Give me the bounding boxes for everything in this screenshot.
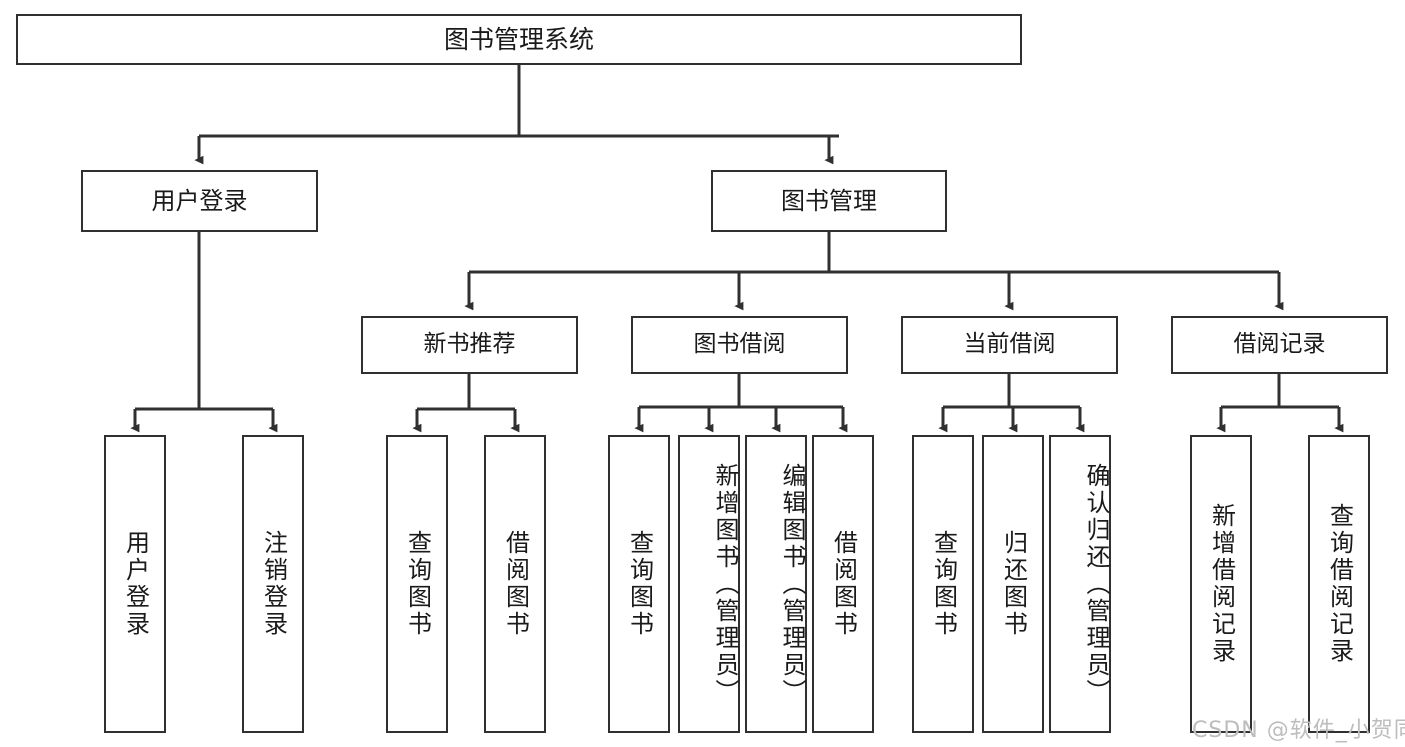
leaf-current-confirm-return-admin[interactable]: 确认归还（管理员） bbox=[1049, 435, 1111, 733]
leaf-current-query-book[interactable]: 查询图书 bbox=[912, 435, 974, 733]
leaf-label: 归还图书 bbox=[999, 530, 1028, 638]
leaf-label: 编辑图书（管理员） bbox=[778, 462, 806, 706]
leaf-label: 查询图书 bbox=[929, 530, 958, 638]
node-user-login-label: 用户登录 bbox=[151, 186, 248, 215]
node-book-management-label: 图书管理 bbox=[781, 186, 877, 215]
leaf-records-add-record[interactable]: 新增借阅记录 bbox=[1190, 435, 1252, 733]
leaf-label: 查询图书 bbox=[403, 530, 432, 638]
leaf-records-query-record[interactable]: 查询借阅记录 bbox=[1308, 435, 1370, 733]
node-current-borrow[interactable]: 当前借阅 bbox=[901, 316, 1118, 374]
leaf-label: 借阅图书 bbox=[829, 530, 858, 638]
node-borrow-records[interactable]: 借阅记录 bbox=[1171, 316, 1388, 374]
leaf-label: 借阅图书 bbox=[501, 530, 530, 638]
node-book-management[interactable]: 图书管理 bbox=[711, 170, 947, 232]
node-book-borrow[interactable]: 图书借阅 bbox=[631, 316, 848, 374]
node-book-borrow-label: 图书借阅 bbox=[693, 331, 786, 358]
leaf-label: 用户登录 bbox=[121, 530, 150, 638]
leaf-new-book-borrow[interactable]: 借阅图书 bbox=[484, 435, 546, 733]
leaf-user-login-login[interactable]: 用户登录 bbox=[104, 435, 166, 733]
node-root[interactable]: 图书管理系统 bbox=[16, 14, 1022, 65]
leaf-borrow-borrow-book[interactable]: 借阅图书 bbox=[812, 435, 874, 733]
leaf-label: 确认归还（管理员） bbox=[1082, 462, 1110, 706]
leaf-current-return-book[interactable]: 归还图书 bbox=[982, 435, 1044, 733]
leaf-label: 查询图书 bbox=[625, 530, 654, 638]
leaf-borrow-edit-book-admin[interactable]: 编辑图书（管理员） bbox=[745, 435, 807, 733]
leaf-label: 注销登录 bbox=[259, 530, 288, 638]
leaf-label: 新增借阅记录 bbox=[1207, 503, 1236, 665]
csdn-watermark: CSDN @软件_小贺同学 bbox=[1192, 718, 1405, 743]
node-new-book-recommend[interactable]: 新书推荐 bbox=[361, 316, 578, 374]
leaf-user-login-logout[interactable]: 注销登录 bbox=[242, 435, 304, 733]
node-current-borrow-label: 当前借阅 bbox=[963, 331, 1056, 358]
leaf-new-book-query[interactable]: 查询图书 bbox=[386, 435, 448, 733]
node-borrow-records-label: 借阅记录 bbox=[1233, 331, 1326, 358]
node-new-book-recommend-label: 新书推荐 bbox=[423, 331, 516, 358]
leaf-label: 查询借阅记录 bbox=[1325, 503, 1354, 665]
leaf-label: 新增图书（管理员） bbox=[711, 462, 739, 706]
node-user-login[interactable]: 用户登录 bbox=[81, 170, 318, 232]
leaf-borrow-query-book[interactable]: 查询图书 bbox=[608, 435, 670, 733]
node-root-label: 图书管理系统 bbox=[443, 24, 594, 54]
leaf-borrow-add-book-admin[interactable]: 新增图书（管理员） bbox=[678, 435, 740, 733]
